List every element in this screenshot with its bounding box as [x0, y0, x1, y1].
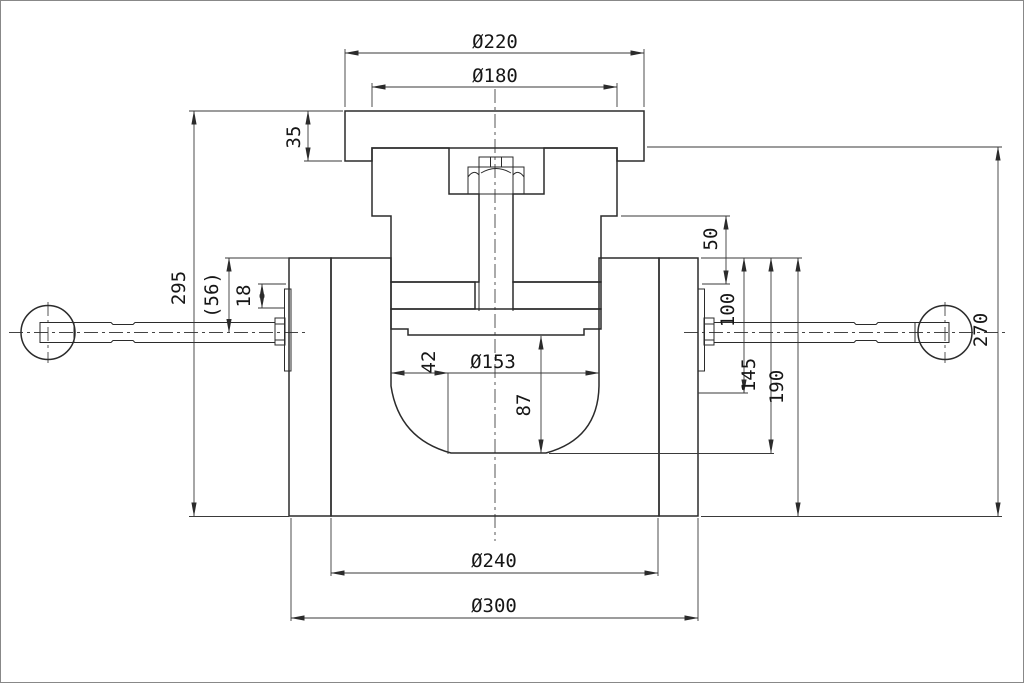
dim-label-dia220: Ø220: [472, 31, 518, 53]
dim-dia-220: Ø220: [344, 31, 645, 107]
dim-50: 50: [621, 215, 730, 285]
dim-190: 190: [701, 257, 802, 517]
dim-label-35: 35: [283, 126, 305, 149]
dim-label-dia300: Ø300: [471, 595, 517, 617]
dim-dia-180: Ø180: [371, 65, 618, 107]
upper-body-right: [512, 147, 618, 283]
dim-label-270: 270: [970, 313, 992, 347]
punch-lower-lip: [390, 308, 602, 336]
sleeve-wall-left: [288, 257, 332, 517]
dim-label-87: 87: [513, 394, 535, 417]
sleeve-wall-right: [658, 257, 699, 517]
die-insert: [330, 257, 660, 517]
dim-100: 100: [698, 257, 748, 394]
hex-nut-facets: [478, 167, 514, 194]
dim-87: 87: [513, 335, 544, 454]
upper-body-left: [371, 147, 480, 283]
hex-nut-chamfer: [467, 168, 525, 178]
bolt-cap-slot: [490, 157, 502, 167]
dim-dia-153: Ø153 42: [390, 351, 600, 454]
dim-label-50: 50: [700, 228, 722, 251]
dim-label-56: (56): [201, 272, 223, 318]
centerlines: [9, 89, 1009, 541]
right-handle-shaft: [714, 322, 916, 343]
pressure-plate-right: [512, 281, 602, 310]
bolt-recess: [448, 147, 545, 195]
right-handle-boss: [703, 317, 715, 346]
left-handle-shaft: [74, 322, 275, 343]
dim-label-190: 190: [766, 370, 788, 404]
top-flange: [344, 110, 645, 162]
right-ball-grip: [917, 304, 973, 361]
dim-270: 270: [647, 146, 1002, 517]
dim-145: 145: [549, 257, 774, 454]
dim-label-dia153: Ø153: [470, 351, 516, 373]
dim-dia-300: Ø300: [290, 518, 699, 621]
bolt-stem: [478, 194, 514, 311]
dim-label-100: 100: [717, 293, 739, 327]
dim-35: 35: [189, 110, 343, 162]
bolt-cap: [478, 156, 514, 168]
dim-56: (56): [201, 257, 289, 333]
dim-label-dia180: Ø180: [472, 65, 518, 87]
dim-18: 18: [233, 283, 286, 309]
left-ball-grip: [20, 304, 76, 361]
dim-label-18: 18: [233, 285, 255, 308]
hex-nut: [467, 166, 525, 195]
left-ball-socket: [39, 322, 75, 343]
dim-label-145: 145: [738, 358, 760, 392]
dim-label-dia240: Ø240: [471, 550, 517, 572]
center-bolt: [448, 147, 545, 311]
pressure-plate-left: [390, 281, 476, 310]
left-handle-boss: [274, 317, 286, 346]
dim-dia-240: Ø240: [330, 518, 659, 576]
dim-label-42: 42: [418, 351, 440, 374]
right-ball-socket: [914, 322, 950, 343]
dim-label-295: 295: [168, 271, 190, 305]
dim-295: 295: [168, 110, 289, 517]
